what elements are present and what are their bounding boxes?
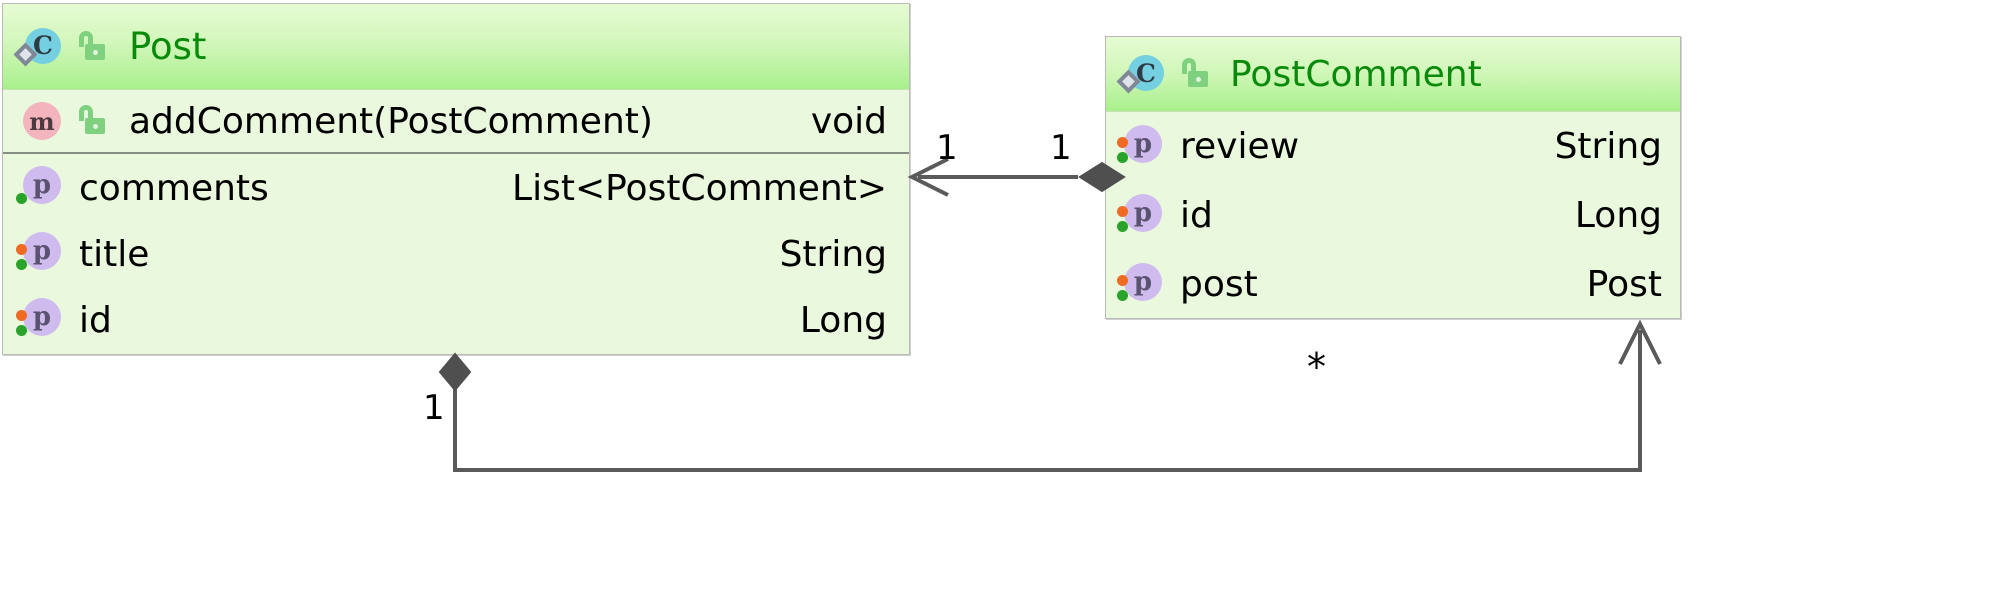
class-header-postcomment[interactable]: C PostComment xyxy=(1106,37,1680,112)
property-name-id-pc: id xyxy=(1180,195,1213,236)
open-arrowhead-up xyxy=(1618,319,1662,365)
method-return-type-addcomment: void xyxy=(810,100,887,142)
multiplicity-target-post: 1 xyxy=(936,128,958,168)
property-name-comments: comments xyxy=(79,167,269,209)
filled-diamond-bottom xyxy=(438,352,472,392)
method-m-icon: m xyxy=(17,98,63,144)
property-type-title: String xyxy=(779,233,887,275)
property-name-post: post xyxy=(1180,264,1258,305)
property-name-title: title xyxy=(79,233,150,275)
class-box-post[interactable]: C Post m addComment(PostComment) void xyxy=(2,3,910,355)
members-separator xyxy=(3,152,909,154)
property-p-icon: p xyxy=(1114,121,1162,173)
property-p-icon: p xyxy=(13,228,61,280)
property-type-post: Post xyxy=(1586,264,1662,305)
property-type-comments: List<PostComment> xyxy=(512,167,887,209)
unlock-icon xyxy=(73,102,107,142)
unlock-icon xyxy=(1176,55,1210,95)
multiplicity-source-postcomment: 1 xyxy=(1050,128,1072,168)
property-name-review: review xyxy=(1180,126,1300,167)
class-box-postcomment[interactable]: C PostComment p review String p xyxy=(1105,36,1681,319)
class-c-icon: C xyxy=(13,24,63,70)
property-row-title[interactable]: p title String xyxy=(3,221,909,287)
property-type-id-pc: Long xyxy=(1574,195,1662,236)
unlock-icon xyxy=(73,28,107,68)
class-title-post: Post xyxy=(129,25,207,68)
property-type-id: Long xyxy=(799,299,887,341)
property-row-post[interactable]: p post Post xyxy=(1106,250,1680,318)
property-name-id: id xyxy=(79,299,112,341)
class-header-post[interactable]: C Post xyxy=(3,4,909,90)
class-c-icon: C xyxy=(1116,51,1166,97)
property-row-review[interactable]: p review String xyxy=(1106,112,1680,181)
property-row-id-pc[interactable]: p id Long xyxy=(1106,181,1680,250)
multiplicity-target-postcomment-bottom: * xyxy=(1307,345,1326,389)
method-row-addcomment[interactable]: m addComment(PostComment) void xyxy=(3,90,909,152)
property-p-icon: p xyxy=(13,162,61,214)
property-type-review: String xyxy=(1554,126,1662,167)
class-title-postcomment: PostComment xyxy=(1230,53,1482,95)
property-row-comments[interactable]: p comments List<PostComment> xyxy=(3,155,909,221)
property-row-id[interactable]: p id Long xyxy=(3,287,909,353)
property-p-icon: p xyxy=(1114,259,1162,311)
multiplicity-source-post-bottom: 1 xyxy=(423,388,445,428)
property-p-icon: p xyxy=(13,294,61,346)
method-name-addcomment: addComment(PostComment) xyxy=(129,100,653,142)
property-p-icon: p xyxy=(1114,190,1162,242)
